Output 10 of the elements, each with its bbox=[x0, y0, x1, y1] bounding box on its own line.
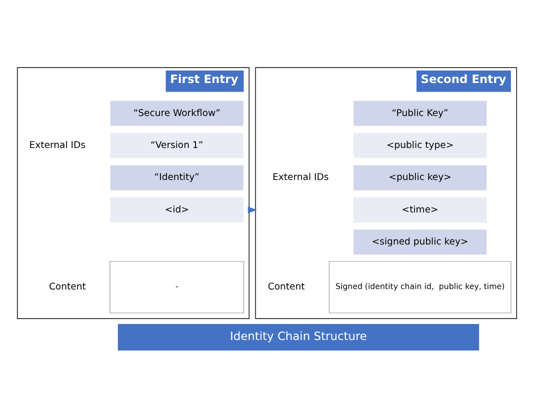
label: External IDs bbox=[272, 172, 329, 184]
node-box: “Secure Workflow” bbox=[110, 100, 244, 127]
node-box: <public key> bbox=[352, 164, 488, 191]
node-box: <signed public key> bbox=[352, 228, 488, 256]
node-box: “Public Key” bbox=[352, 100, 488, 127]
node-label: Content bbox=[268, 282, 305, 293]
node-box: Identity Chain Structure bbox=[118, 324, 480, 350]
node-box: “Identity” bbox=[110, 164, 244, 191]
node-label: Content bbox=[48, 282, 86, 293]
label: External IDs bbox=[29, 140, 86, 151]
